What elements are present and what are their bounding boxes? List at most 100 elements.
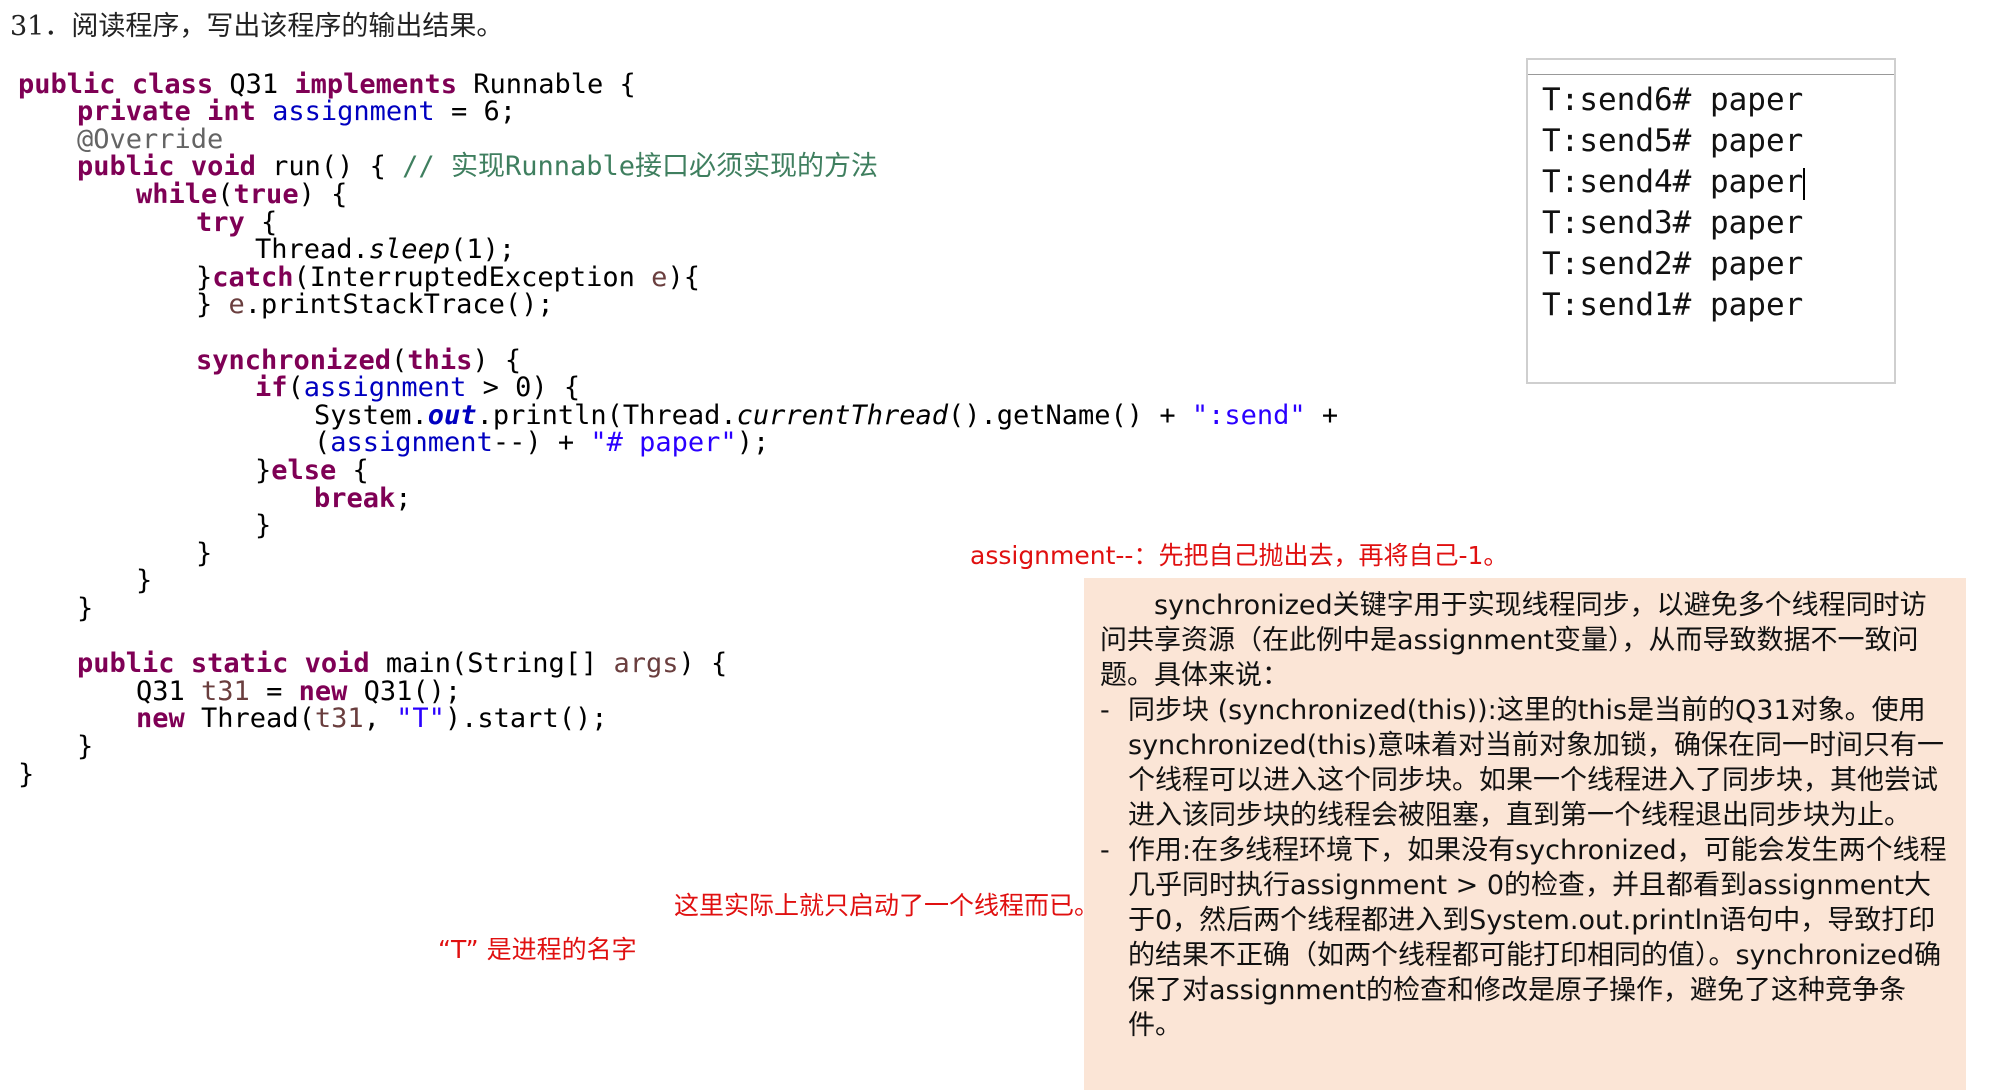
keyword: break — [314, 483, 396, 514]
code-line-19: } — [77, 593, 94, 624]
keyword: catch — [212, 262, 294, 293]
code-line-14: }else { — [255, 454, 369, 488]
field-name: assignment — [272, 96, 435, 127]
code-line-13: (assignment--) + "# paper"); — [314, 426, 769, 460]
code-line-22: new Thread(t31, "T").start(); — [136, 702, 607, 736]
variable: args — [613, 648, 679, 679]
static-method: currentThread — [736, 400, 948, 431]
code-line-18: } — [136, 565, 153, 596]
console-output-panel: T:send6# paper T:send5# paper T:send4# p… — [1526, 58, 1896, 384]
code-text: ){ — [667, 262, 700, 293]
code-text: ( — [314, 427, 331, 458]
code-text: ) { — [298, 179, 348, 210]
code-text: ( — [287, 372, 304, 403]
explanation-box: synchronized关键字用于实现线程同步，以避免多个线程同时访问共享资源（… — [1084, 578, 1966, 1090]
code-line-3: @Override — [77, 124, 224, 155]
code-text: main(String[] — [385, 648, 614, 679]
keyword: try — [196, 207, 245, 238]
code-line-15: break; — [314, 482, 412, 516]
code-text: { — [244, 207, 278, 238]
code-line-10: synchronized(this) { — [196, 344, 521, 378]
code-line-20: public static void main(String[] args) { — [77, 647, 727, 681]
code-line-8: }catch(InterruptedException e){ — [196, 261, 700, 295]
console-line: T:send2# paper — [1542, 246, 1804, 282]
console-line: T:send3# paper — [1542, 205, 1804, 241]
code-line-12: System.out.println(Thread.currentThread(… — [314, 399, 1338, 433]
keyword: void — [190, 151, 256, 182]
string-literal: "T" — [396, 703, 445, 734]
keyword: if — [255, 372, 288, 403]
note-thread-name: “T” 是进程的名字 — [438, 935, 637, 964]
code-text: = 6; — [450, 96, 516, 127]
console-line: T:send6# paper — [1542, 82, 1804, 118]
keyword: this — [407, 345, 473, 376]
code-line-9: } e.printStackTrace(); — [196, 288, 554, 322]
string-literal: ":send" — [1191, 400, 1306, 431]
class-name: Q31 — [229, 69, 279, 100]
console-line: T:send1# paper — [1542, 287, 1804, 323]
keyword: true — [233, 179, 299, 210]
keyword: class — [131, 69, 214, 100]
code-text: Q31 — [136, 676, 202, 707]
code-text: ).start(); — [444, 703, 608, 734]
code-text: Q31(); — [347, 676, 462, 707]
code-text: --) + — [492, 427, 591, 458]
code-line-16: } — [255, 510, 272, 541]
keyword: public — [18, 69, 116, 100]
code-text: Runnable { — [473, 69, 636, 100]
code-line-6: try { — [196, 206, 277, 240]
explanation-item-text: 作用:在多线程环境下，如果没有sychronized，可能会发生两个线程几乎同时… — [1128, 835, 1947, 1041]
variable: t31 — [201, 676, 250, 707]
explanation-item: - 同步块 (synchronized(this)):这里的this是当前的Q3… — [1100, 693, 1952, 833]
keyword: implements — [294, 69, 457, 100]
console-top-edge — [1528, 60, 1894, 75]
keyword: int — [207, 96, 256, 127]
static-field: out — [427, 400, 477, 431]
code-line-24: } — [18, 759, 35, 790]
field-name: assignment — [303, 372, 467, 403]
code-line-21: Q31 t31 = new Q31(); — [136, 675, 461, 709]
keyword: public — [77, 648, 175, 679]
question-title: 31．阅读程序，写出该程序的输出结果。 — [10, 11, 504, 42]
keyword: private — [77, 96, 191, 127]
explanation-item-text: 同步块 (synchronized(this)):这里的this是当前的Q31对… — [1128, 695, 1945, 831]
code-text: Thread. — [255, 234, 369, 265]
code-text: ( — [217, 179, 234, 210]
explanation-intro: synchronized关键字用于实现线程同步，以避免多个线程同时访问共享资源（… — [1100, 590, 1927, 691]
keyword: static — [190, 648, 289, 679]
explanation-item: - 作用:在多线程环境下，如果没有sychronized，可能会发生两个线程几乎… — [1100, 833, 1952, 1043]
field-name: assignment — [330, 427, 493, 458]
code-text: (1); — [450, 234, 516, 265]
code-line-23: } — [77, 731, 94, 762]
code-text: + — [1305, 400, 1339, 431]
code-comment: // 实现Runnable接口必须实现的方法 — [402, 151, 878, 182]
console-line-text: T:send4# paper — [1542, 164, 1804, 200]
console-line: T:send5# paper — [1542, 123, 1804, 159]
code-text: > 0) { — [466, 372, 581, 403]
console-line: T:send4# paper — [1542, 162, 1806, 202]
list-dash: - — [1100, 835, 1110, 866]
code-text: } — [255, 455, 272, 486]
keyword: new — [136, 703, 185, 734]
code-text: ) { — [472, 345, 522, 376]
code-text: { — [336, 455, 369, 486]
code-line-5: while(true) { — [136, 178, 347, 212]
keyword: new — [298, 676, 348, 707]
keyword: public — [77, 151, 175, 182]
code-text: } — [196, 289, 229, 320]
code-text: ); — [736, 427, 770, 458]
code-line-2: private int assignment = 6; — [77, 95, 516, 129]
code-text: , — [363, 703, 397, 734]
note-assignment-decrement: assignment--：先把自己抛出去，再将自己-1。 — [970, 541, 1509, 570]
list-dash: - — [1100, 695, 1110, 726]
code-text: } — [196, 262, 213, 293]
code-text: run() { — [272, 151, 386, 182]
code-line-1: public class Q31 implements Runnable { — [18, 68, 636, 102]
text-cursor — [1803, 167, 1806, 200]
code-text: = — [249, 676, 299, 707]
code-text: ) { — [678, 648, 728, 679]
keyword: void — [304, 648, 370, 679]
code-line-4: public void run() { // 实现Runnable接口必须实现的… — [77, 150, 878, 184]
code-text: ; — [395, 483, 412, 514]
code-text: .println(Thread. — [476, 400, 737, 431]
